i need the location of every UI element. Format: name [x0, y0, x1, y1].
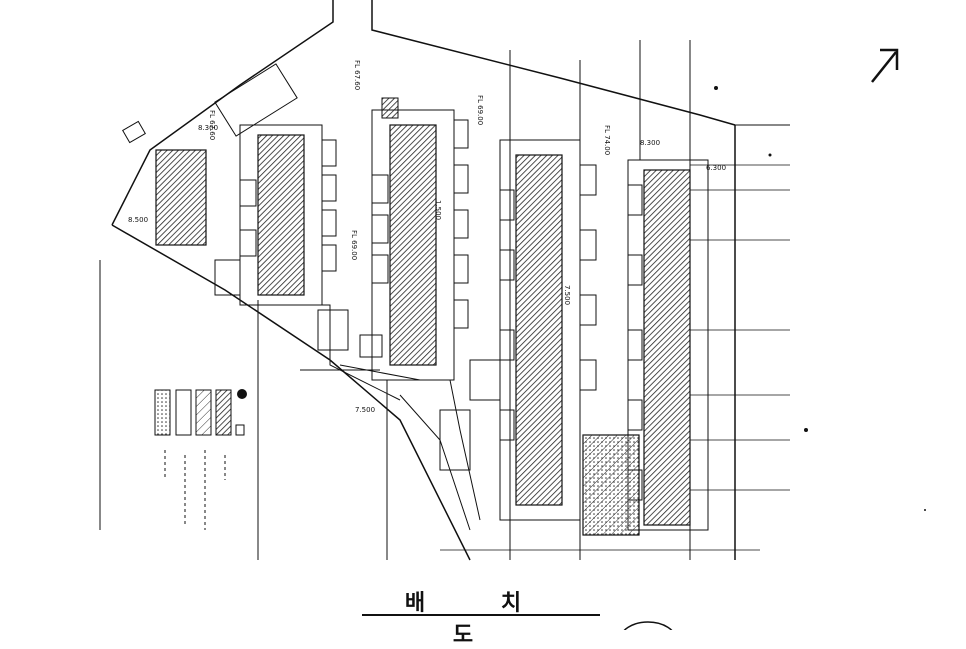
- level-label-group: FL 67.60 FL 69.00 FL 74.00 FL 67.60 FL 6…: [208, 60, 611, 260]
- dimension-lines: [440, 164, 790, 551]
- level-label: FL 67.60: [208, 110, 216, 140]
- legend-swatch-hatch-light: [195, 389, 212, 436]
- legend-swatch-dots: [154, 389, 171, 436]
- dimension-label: 7.500: [563, 285, 571, 305]
- building-5: [627, 159, 709, 531]
- dimension-label: 8.300: [640, 139, 660, 147]
- entry-structures: [122, 63, 501, 471]
- level-label: FL 69.00: [350, 230, 358, 260]
- level-label: FL 74.00: [603, 125, 611, 155]
- dimension-label: 7.500: [355, 406, 375, 414]
- legend-swatch-plain: [175, 389, 192, 436]
- building-3: [371, 109, 469, 381]
- dimension-label: 1.500: [434, 200, 442, 220]
- annex-block: [582, 434, 640, 536]
- level-label: FL 67.60: [353, 60, 361, 90]
- building-2: [239, 124, 337, 306]
- legend-swatch-circle: [237, 389, 247, 399]
- legend: [154, 389, 247, 530]
- seal-stamp-icon: [623, 621, 673, 630]
- dimension-label: 6.300: [706, 164, 726, 172]
- legend-swatch-hatch-dense: [215, 389, 232, 436]
- title-underline: [362, 614, 600, 616]
- drawing-title: 배 치 도: [404, 591, 556, 648]
- building-1: [155, 149, 207, 246]
- dimension-label: 8.300: [198, 124, 218, 132]
- access-roads: [255, 304, 481, 531]
- site-plan-drawing: 8.500 8.300 8.300 6.300 7.500 7.500 1.50…: [99, 0, 926, 630]
- building-4: [499, 139, 597, 521]
- dimension-label-group: 8.500 8.300 8.300 6.300 7.500 7.500 1.50…: [128, 124, 726, 414]
- dimension-label: 8.500: [128, 216, 148, 224]
- north-arrow-icon: [871, 48, 899, 83]
- noise-marks: [714, 86, 926, 511]
- level-label: FL 69.00: [476, 95, 484, 125]
